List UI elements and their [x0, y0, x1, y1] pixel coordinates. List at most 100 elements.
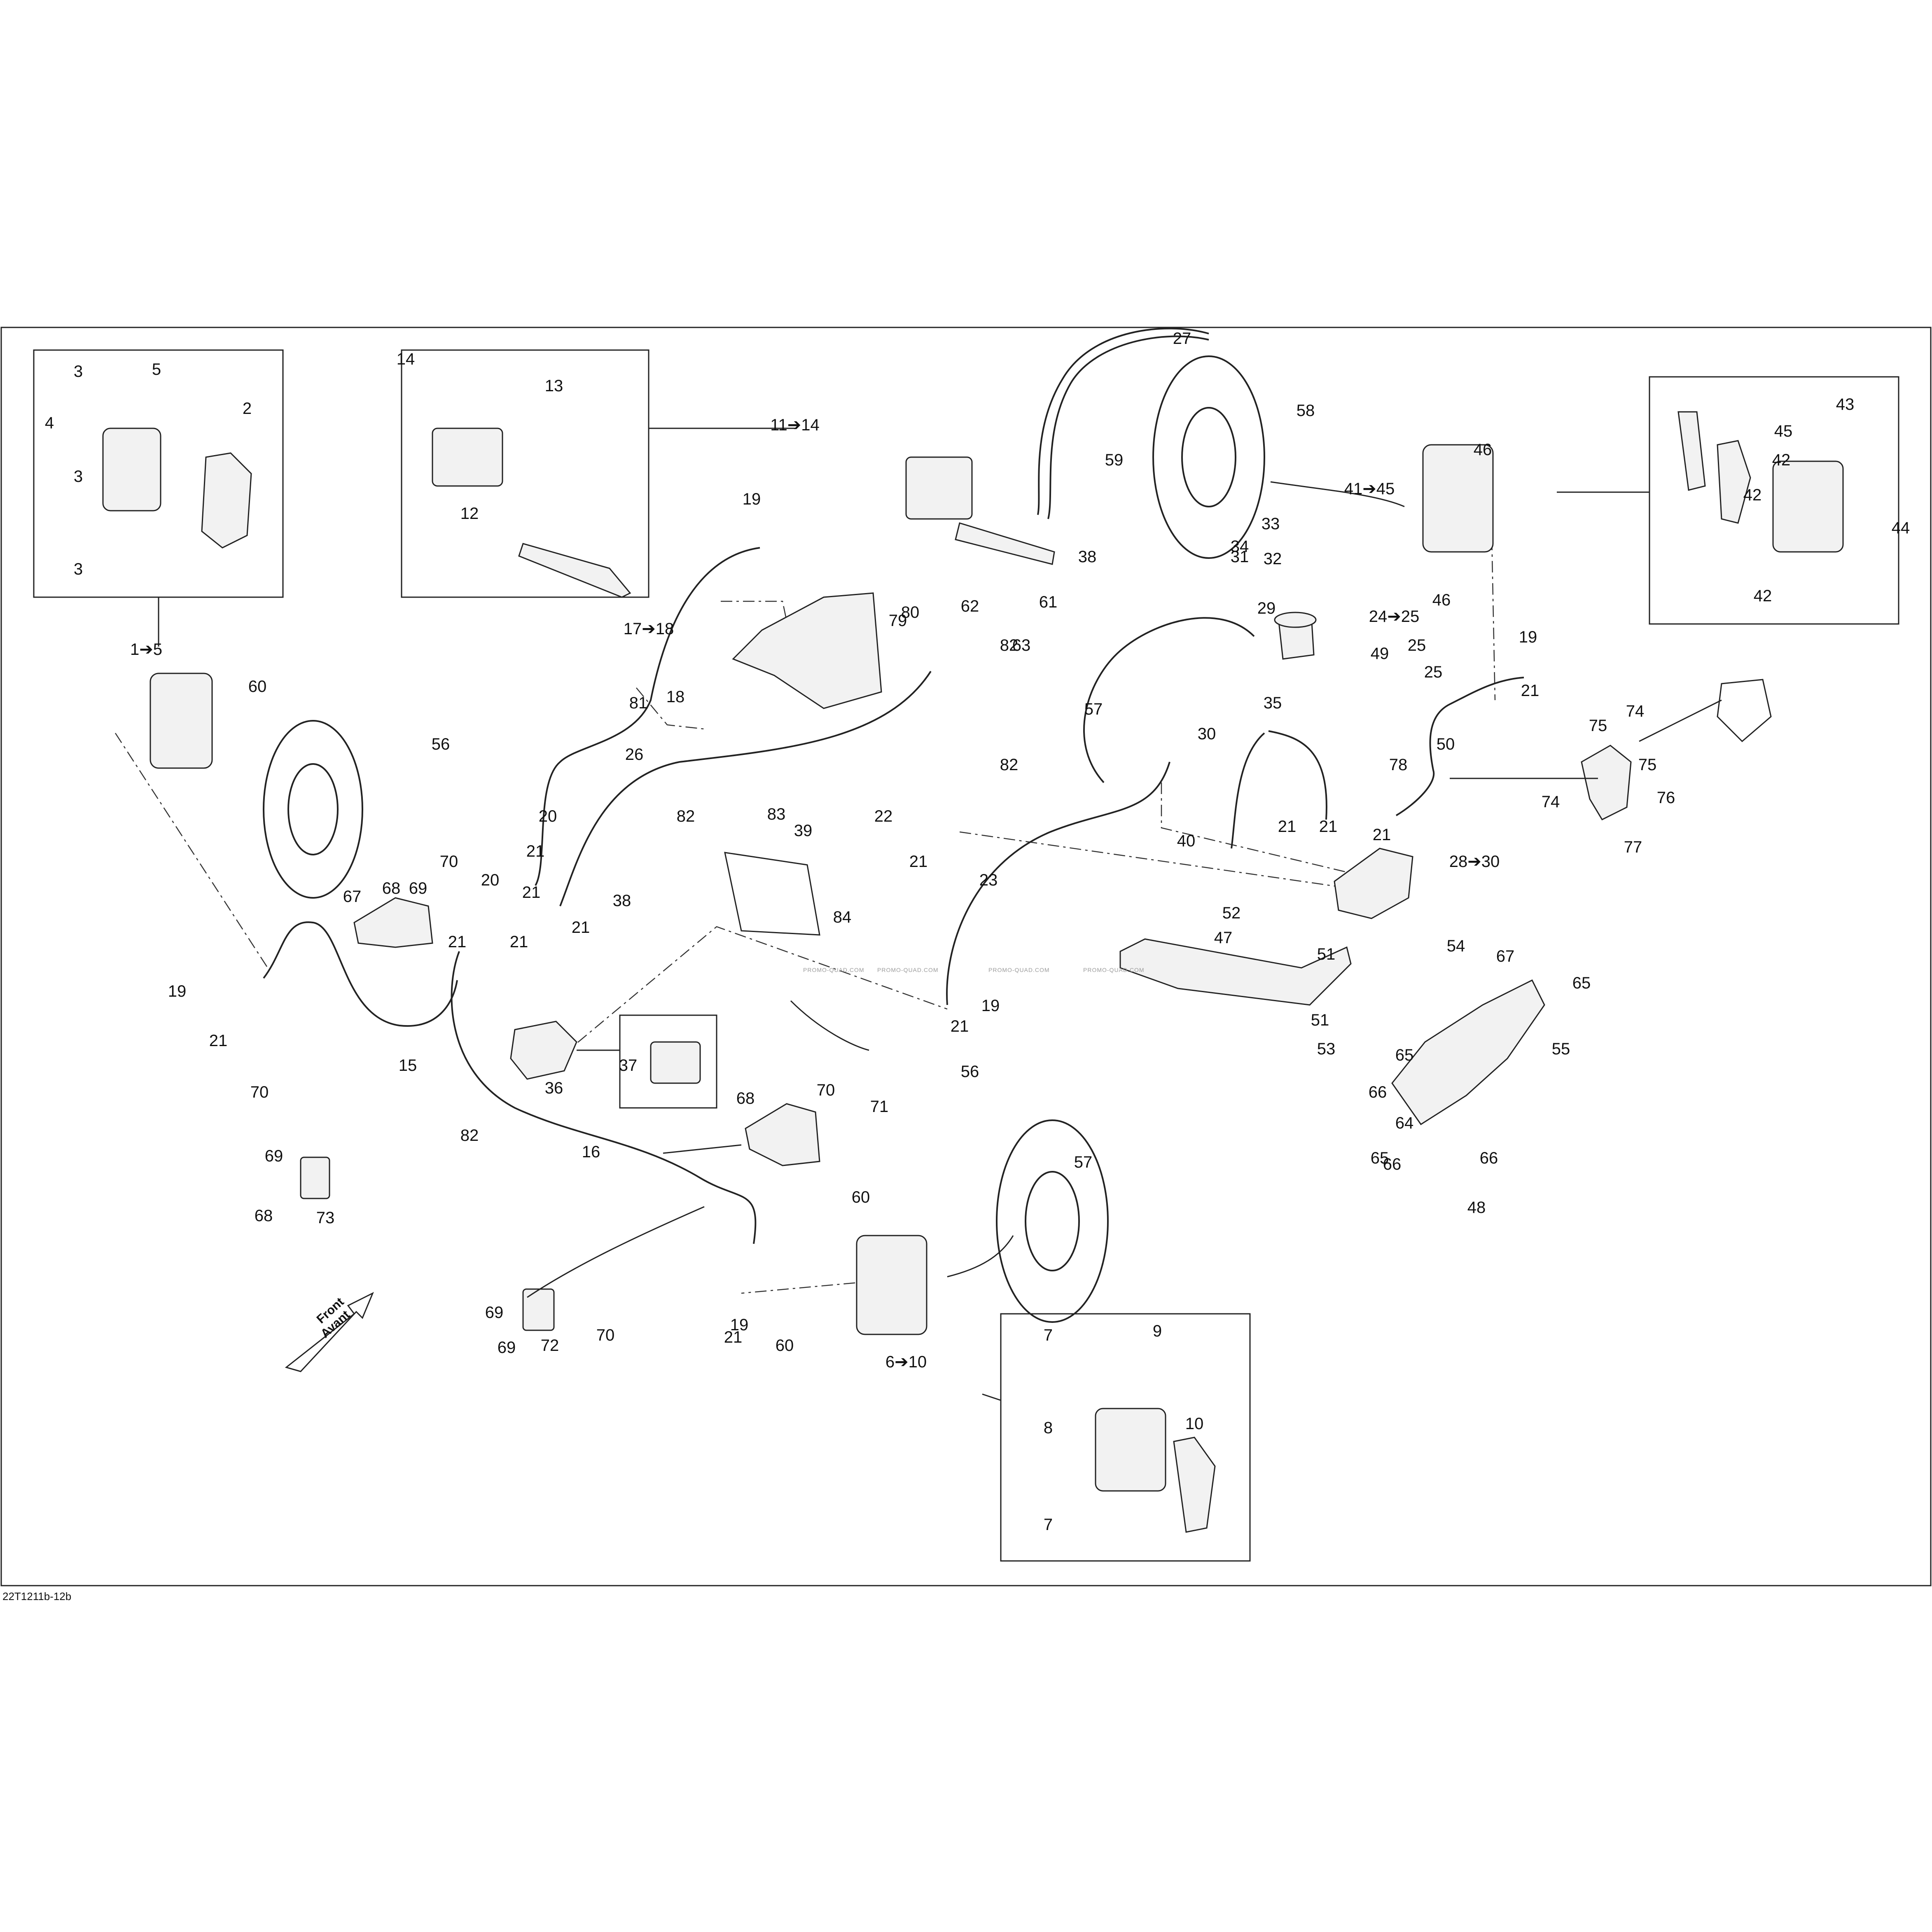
callout-label: 69 [485, 1304, 504, 1322]
brake-pedal-47 [1119, 938, 1352, 1006]
callout-label: 56 [961, 1063, 979, 1081]
callout-label: 21 [1319, 818, 1338, 836]
callout-label: 40 [1177, 832, 1196, 850]
master-cylinder [905, 456, 973, 520]
callout-label: 44 [1892, 519, 1910, 537]
callout-label: 19 [730, 1316, 749, 1334]
callout-label: 38 [613, 892, 631, 910]
inset-contents [102, 411, 1844, 1533]
callout-label: 61 [1039, 593, 1058, 611]
callout-label: 75 [1638, 756, 1657, 774]
callout-label: 25 [1424, 663, 1443, 681]
callout-label: 78 [1389, 756, 1408, 774]
inset-rear-caliper [1649, 376, 1899, 625]
brake-lines [263, 327, 1524, 1244]
callout-label: 70 [250, 1083, 269, 1101]
callout-label: 21 [522, 883, 541, 902]
callout-label: 58 [1297, 402, 1315, 420]
callout-label: 51 [1317, 945, 1336, 963]
callout-label: 18 [666, 688, 685, 706]
watermarks: PROMO-QUAD.COM PROMO-QUAD.COM PROMO-QUAD… [803, 967, 1145, 973]
callout-label: 66 [1369, 1083, 1387, 1101]
callout-label: 42 [1772, 451, 1791, 469]
callout-label: 26 [625, 745, 644, 764]
callout-label: 27 [1173, 329, 1191, 348]
callout-label: 19 [743, 490, 761, 508]
callout-label: 16 [582, 1143, 600, 1161]
callout-label: 2 [243, 399, 252, 418]
callout-label: 3 [74, 362, 83, 381]
callout-label: 21 [510, 933, 528, 951]
callout-label: 29 [1257, 599, 1276, 617]
callout-label: 83 [767, 805, 786, 823]
callout-label: 65 [1572, 974, 1591, 992]
callout-label: 1➔5 [130, 640, 162, 659]
callout-label: 62 [961, 597, 979, 615]
callout-label: 46 [1474, 441, 1492, 459]
callout-label: 82 [1000, 756, 1019, 774]
callout-label: 82 [677, 807, 695, 825]
callout-label: 67 [343, 888, 362, 906]
callout-label: 14 [397, 350, 415, 368]
callout-label: 52 [1222, 904, 1241, 922]
callout-label: 60 [852, 1188, 870, 1206]
watermark-3: PROMO-QUAD.COM [988, 967, 1050, 973]
callout-label: 67 [1496, 947, 1515, 965]
watermark-4: PROMO-QUAD.COM [1083, 967, 1145, 973]
callout-label: 79 [889, 612, 907, 630]
callout-label: 82 [1000, 636, 1019, 654]
callout-labels: 1➔52333456➔1077891011➔14121314151617➔181… [45, 329, 1910, 1534]
callout-label: 37 [619, 1056, 638, 1075]
callout-label: 57 [1074, 1153, 1093, 1171]
callout-label: 6➔10 [885, 1353, 927, 1371]
callout-label: 75 [1589, 717, 1607, 735]
drawing-code: 22T1211b-12b [2, 1590, 71, 1603]
callout-label: 71 [870, 1098, 889, 1116]
callout-label: 32 [1264, 550, 1282, 568]
callout-label: 7 [1044, 1516, 1053, 1534]
callout-label: 19 [168, 982, 187, 1000]
callout-label: 81 [629, 694, 648, 712]
callout-label: 22 [874, 807, 893, 825]
callout-label: 42 [1754, 587, 1772, 605]
callout-label: 72 [541, 1336, 559, 1355]
inset-front-right-caliper [1000, 1313, 1251, 1562]
gasket-84 [1717, 679, 1772, 743]
callout-label: 68 [382, 879, 401, 897]
callout-label: 19 [1519, 628, 1537, 646]
rear-master-28-30 [1334, 848, 1413, 919]
callout-label: 59 [1105, 451, 1124, 469]
callout-label: 30 [1198, 725, 1216, 743]
front-arrow: Front Avant [285, 1292, 374, 1372]
pointer-arrows [527, 481, 1722, 1298]
callout-label: 8 [1044, 1419, 1053, 1437]
bracket-73 [1581, 745, 1632, 820]
callout-label: 60 [248, 677, 267, 696]
callout-label: 20 [539, 807, 557, 825]
watermark-2: PROMO-QUAD.COM [877, 967, 939, 973]
callout-label: 70 [440, 853, 458, 871]
callout-label: 19 [981, 997, 1000, 1015]
callout-label: 64 [1395, 1114, 1414, 1132]
callout-label: 35 [1264, 694, 1282, 712]
diagram-border [0, 327, 1932, 1586]
callout-label: 15 [399, 1056, 417, 1075]
callout-label: 21 [572, 918, 590, 937]
master-cylinder-lever [955, 522, 1055, 565]
callout-label: 9 [1153, 1322, 1162, 1340]
callout-label: 21 [1278, 818, 1297, 836]
callout-label: 28➔30 [1449, 853, 1500, 871]
callout-label: 49 [1371, 645, 1389, 663]
callout-label: 54 [1447, 937, 1465, 955]
callout-label: 69 [265, 1147, 283, 1165]
inset-master-cylinder [401, 349, 649, 598]
front-left-caliper [150, 673, 213, 769]
callout-label: 38 [1078, 548, 1097, 566]
callout-label: 55 [1552, 1040, 1570, 1058]
bracket-67-right [745, 1103, 820, 1166]
callout-label: 53 [1317, 1040, 1336, 1058]
distribution-valve-36 [510, 1021, 577, 1080]
callout-label: 13 [545, 377, 563, 395]
callout-label: 70 [596, 1326, 615, 1344]
callout-label: 4 [45, 414, 54, 432]
